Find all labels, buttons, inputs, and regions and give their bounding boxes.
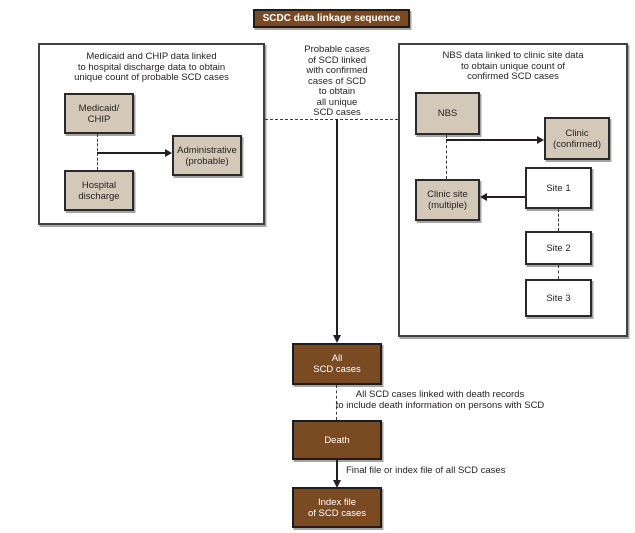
node-hospital-discharge-label: Hospital discharge xyxy=(78,179,120,202)
node-hospital-discharge: Hospital discharge xyxy=(64,170,134,211)
node-nbs-label: NBS xyxy=(437,108,458,119)
arrowhead-to-indexfile-icon xyxy=(333,480,341,488)
final-file-note: Final file or index file of all SCD case… xyxy=(346,465,506,476)
connector-to-clinic-confirmed xyxy=(446,139,538,141)
node-index-file-label: Index file of SCD cases xyxy=(307,496,367,519)
right-panel-nbs-clinic: NBS data linked to clinic site data to o… xyxy=(398,43,628,337)
node-site-3: Site 3 xyxy=(525,279,592,317)
node-clinic-confirmed: Clinic (confirmed) xyxy=(544,117,610,160)
node-clinic-site-multiple-label: Clinic site (multiple) xyxy=(427,189,468,211)
arrowhead-to-clinic-confirmed-icon xyxy=(537,136,544,144)
node-nbs: NBS xyxy=(415,92,480,135)
node-site-2: Site 2 xyxy=(525,231,592,265)
node-death-label: Death xyxy=(324,434,350,446)
figure-title-label: SCDC data linkage sequence xyxy=(262,13,401,24)
connector-nbs-clinicsite-dashed xyxy=(446,135,447,179)
node-all-scd-cases-label: All SCD cases xyxy=(313,353,361,375)
node-medicaid-chip: Medicaid/ CHIP xyxy=(64,93,134,134)
node-administrative-probable-label: Administrative (probable) xyxy=(177,144,237,167)
arrowhead-to-all-scd-icon xyxy=(333,335,341,343)
node-all-scd-cases: All SCD cases xyxy=(292,343,382,385)
connector-to-all-scd xyxy=(336,119,338,336)
node-death: Death xyxy=(292,420,382,460)
death-link-note: All SCD cases linked with death records … xyxy=(335,389,545,411)
connector-allscd-death-dashed xyxy=(336,385,337,420)
node-clinic-confirmed-label: Clinic (confirmed) xyxy=(552,127,602,150)
arrowhead-to-clinicsite-icon xyxy=(480,193,487,201)
left-panel-medicaid-chip: Medicaid and CHIP data linked to hospita… xyxy=(38,43,265,225)
node-clinic-site-multiple: Clinic site (multiple) xyxy=(415,179,480,221)
node-site-3-label: Site 3 xyxy=(546,292,571,304)
right-panel-header: NBS data linked to clinic site data to o… xyxy=(442,50,584,82)
node-site-2-label: Site 2 xyxy=(546,242,571,254)
connector-panels-dashed xyxy=(265,119,398,120)
node-administrative-probable: Administrative (probable) xyxy=(172,135,242,176)
connector-to-administrative xyxy=(97,152,165,154)
node-site-1: Site 1 xyxy=(525,167,592,209)
node-site-1-label: Site 1 xyxy=(546,182,571,194)
arrowhead-to-administrative-icon xyxy=(165,149,172,157)
figure-title: SCDC data linkage sequence xyxy=(253,9,410,28)
node-medicaid-chip-label: Medicaid/ CHIP xyxy=(78,102,120,125)
node-index-file: Index file of SCD cases xyxy=(292,487,382,528)
connector-site2-site3-dashed xyxy=(558,265,559,279)
connector-site1-site2-dashed xyxy=(558,209,559,231)
connector-death-indexfile xyxy=(336,460,338,481)
connector-site1-to-clinicsite xyxy=(487,196,525,198)
left-panel-header: Medicaid and CHIP data linked to hospita… xyxy=(74,51,229,83)
middle-link-note: Probable cases of SCD linked with confir… xyxy=(304,44,370,118)
